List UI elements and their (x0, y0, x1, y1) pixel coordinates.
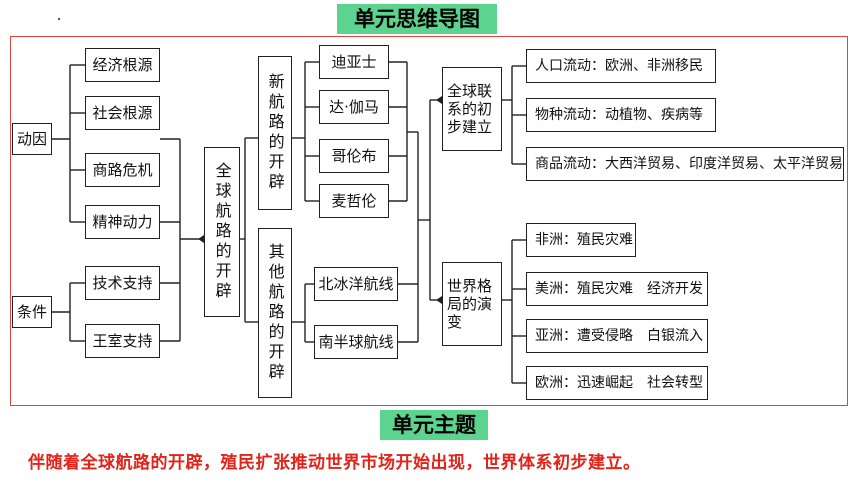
header-title: 单元思维导图 (337, 4, 497, 34)
node-magellan: 麦哲伦 (319, 184, 389, 218)
node-north-arctic-route: 北冰洋航线 (314, 267, 398, 301)
node-conditions: 条件 (12, 296, 52, 328)
node-europe: 欧洲：迅速崛起 社会转型 (526, 366, 708, 400)
node-dias: 迪亚士 (319, 45, 389, 79)
node-economic-root: 经济根源 (85, 48, 160, 82)
mind-map-frame (10, 36, 848, 406)
node-tech-support: 技术支持 (85, 266, 160, 300)
node-da-gama: 达·伽马 (319, 90, 389, 124)
node-population-flow: 人口流动：欧洲、非洲移民 (526, 49, 716, 83)
node-global-routes: 全球航路的开辟 (204, 147, 240, 317)
node-asia: 亚洲：遭受侵略 白银流入 (526, 319, 708, 353)
node-social-root: 社会根源 (85, 96, 160, 130)
node-royal-support: 王室支持 (85, 324, 160, 358)
node-world-pattern: 世界格局的演变 (442, 262, 502, 346)
theme-summary: 伴随着全球航路的开辟，殖民扩张推动世界市场开始出现，世界体系初步建立。 (28, 453, 641, 473)
stray-dot (58, 18, 60, 20)
node-species-flow: 物种流动：动植物、疾病等 (526, 98, 716, 132)
theme-title: 单元主题 (380, 410, 488, 440)
node-goods-flow: 商品流动：大西洋贸易、印度洋贸易、太平洋贸易 (526, 147, 844, 181)
node-other-routes: 其他航路的开辟 (258, 228, 292, 398)
node-trade-crisis: 商路危机 (85, 153, 160, 187)
node-new-routes: 新航路的开辟 (258, 56, 292, 210)
node-southern-hemisphere-route: 南半球航线 (314, 325, 398, 359)
node-spiritual-force: 精神动力 (85, 205, 160, 239)
node-global-ties: 全球联系的初步建立 (442, 67, 502, 151)
node-motivation: 动因 (12, 123, 52, 155)
node-columbus: 哥伦布 (319, 139, 389, 173)
node-america: 美洲：殖民灾难 经济开发 (526, 272, 708, 306)
node-africa: 非洲：殖民灾难 (526, 223, 636, 257)
